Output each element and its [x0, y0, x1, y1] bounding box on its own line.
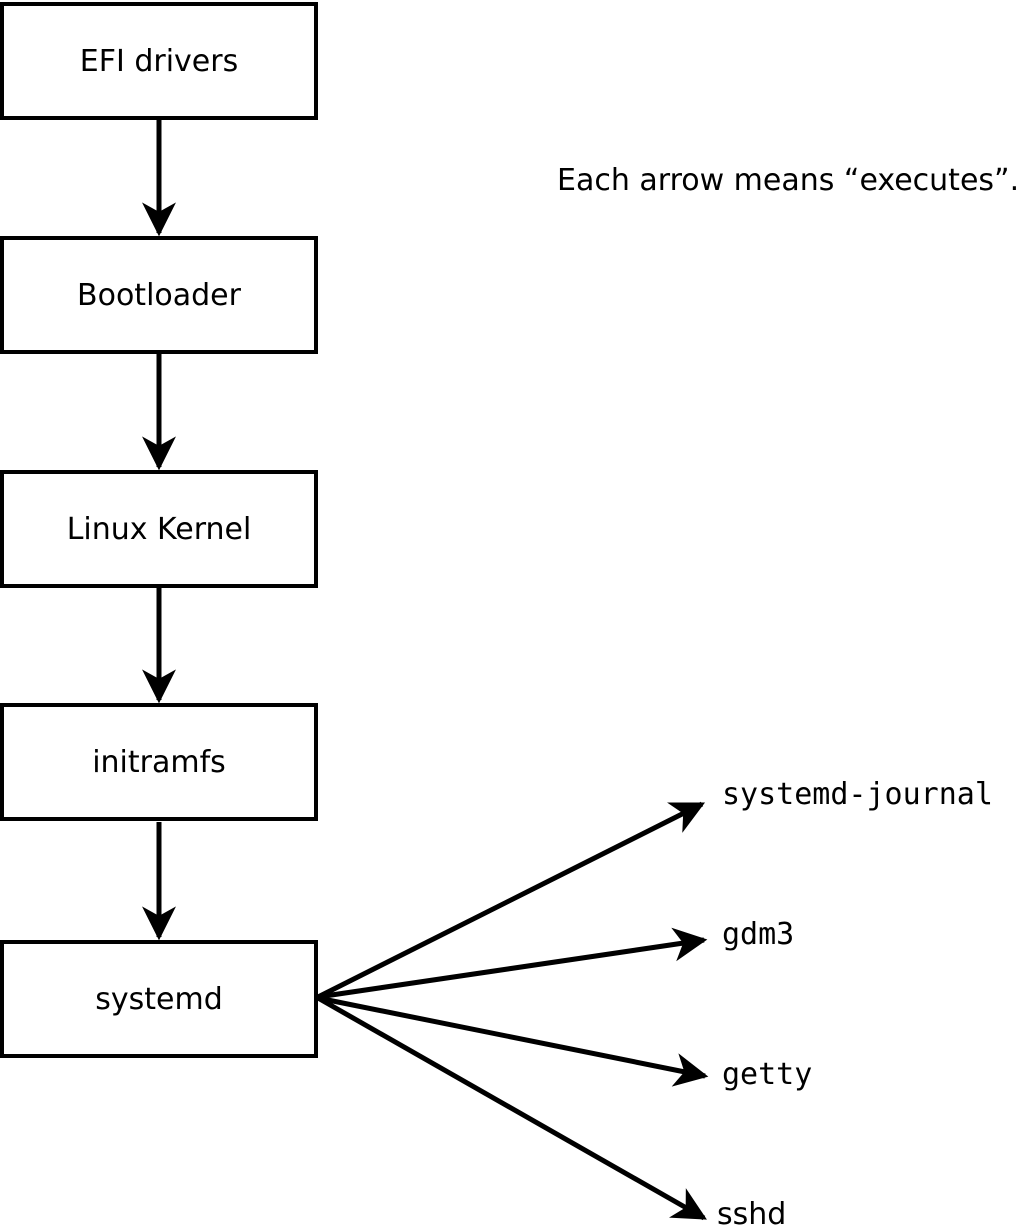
box-linux-kernel-label: Linux Kernel [66, 511, 252, 547]
note-arrow-meaning: Each arrow means “executes”. [557, 163, 1020, 198]
label-systemd-journal: systemd-journal [722, 777, 993, 812]
arrow-systemd-to-gdm3 [317, 927, 708, 1000]
arrow-systemd-to-journal [316, 801, 706, 1000]
arrow-systemd-to-sshd [316, 995, 707, 1221]
box-initramfs-label: initramfs [92, 744, 226, 780]
label-gdm3: gdm3 [722, 917, 795, 952]
box-systemd: systemd [0, 940, 318, 1058]
box-bootloader-label: Bootloader [77, 277, 241, 313]
arrow-systemd-to-getty [317, 995, 709, 1087]
box-systemd-label: systemd [95, 981, 223, 1017]
box-linux-kernel: Linux Kernel [0, 470, 318, 588]
box-efi-drivers: EFI drivers [0, 2, 318, 120]
box-efi-drivers-label: EFI drivers [79, 43, 239, 79]
label-getty: getty [722, 1057, 813, 1092]
box-bootloader: Bootloader [0, 236, 318, 354]
box-initramfs: initramfs [0, 703, 318, 821]
label-sshd: sshd [717, 1197, 787, 1230]
